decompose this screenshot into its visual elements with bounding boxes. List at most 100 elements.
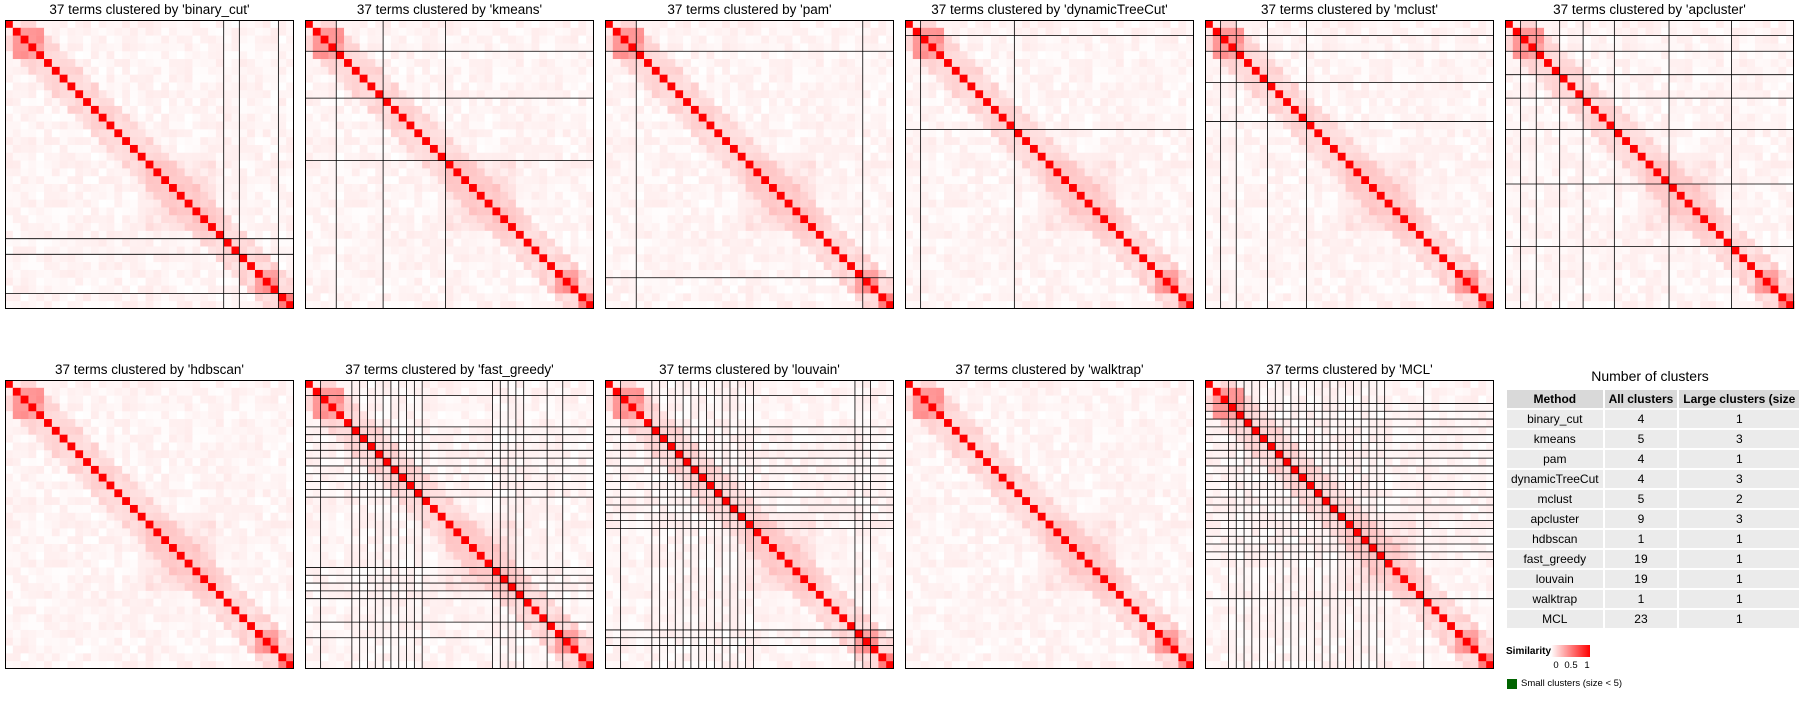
heatmap-cell — [554, 293, 564, 302]
heatmap-cell — [823, 215, 832, 224]
heatmap-cell — [792, 144, 801, 154]
heatmap-cell — [67, 230, 76, 239]
heatmap-cell — [336, 238, 345, 247]
heatmap-cell — [1061, 121, 1070, 130]
heatmap-cell — [878, 230, 887, 239]
heatmap-cell — [1006, 160, 1015, 169]
heatmap-cell — [1029, 191, 1039, 200]
heatmap-cell — [28, 285, 37, 294]
heatmap-cell — [453, 20, 462, 29]
heatmap-cell — [122, 215, 131, 224]
heatmap-cell — [328, 293, 337, 302]
heatmap-cell — [944, 90, 953, 99]
heatmap-cell — [508, 215, 517, 224]
heatmap-cell — [1037, 152, 1046, 161]
heatmap-cell — [320, 51, 329, 60]
heatmap-cell — [1115, 59, 1124, 68]
heatmap-cell — [644, 176, 653, 185]
heatmap-cell — [1147, 160, 1156, 169]
heatmap-cell — [184, 113, 193, 122]
heatmap-cell — [990, 51, 1000, 60]
heatmap-cell — [90, 293, 100, 302]
heatmap-cell — [476, 113, 485, 122]
heatmap-cell — [698, 35, 707, 44]
heatmap-cell — [12, 238, 21, 247]
heatmap-cell — [959, 90, 968, 99]
heatmap-cell — [605, 191, 614, 200]
heatmap-cell — [905, 66, 914, 75]
heatmap-cell — [1084, 184, 1093, 193]
heatmap-cell — [390, 27, 400, 36]
heatmap-cell — [1131, 144, 1140, 154]
heatmap-cell — [620, 176, 629, 185]
heatmap-cell — [651, 59, 660, 68]
heatmap-cell — [106, 191, 115, 200]
heatmap-cell — [98, 293, 107, 302]
heatmap-cell — [808, 82, 817, 91]
heatmap-cell — [886, 285, 894, 294]
heatmap-cell — [247, 129, 256, 138]
heatmap-cell — [320, 35, 329, 44]
heatmap-cell — [1154, 43, 1164, 52]
heatmap-cell — [1170, 59, 1179, 68]
heatmap-cell — [847, 199, 856, 208]
heatmap-cell — [328, 20, 337, 29]
heatmap-cell — [539, 285, 548, 294]
heatmap-cell — [336, 152, 345, 161]
heatmap-cell — [422, 27, 431, 36]
heatmap-cell — [729, 160, 739, 169]
heatmap-cell — [967, 20, 976, 29]
heatmap-cell — [208, 82, 217, 91]
heatmap-cell — [1115, 191, 1124, 200]
heatmap-cell — [808, 285, 817, 294]
heatmap-cell — [453, 35, 462, 44]
heatmap-cell — [320, 277, 329, 286]
heatmap-cell — [83, 137, 92, 146]
heatmap-cell — [239, 176, 248, 185]
heatmap-cell — [862, 137, 871, 146]
heatmap-cell — [714, 168, 723, 177]
heatmap-cell — [1022, 176, 1031, 185]
heatmap-cell — [344, 129, 353, 138]
heatmap-cell — [1139, 105, 1148, 115]
heatmap-cell — [36, 98, 45, 107]
heatmap-cell — [815, 66, 824, 75]
heatmap-cell — [839, 269, 848, 279]
heatmap-cell — [223, 176, 232, 185]
heatmap-cell — [36, 35, 45, 44]
heatmap-cell — [683, 168, 692, 177]
heatmap-cell — [531, 215, 540, 224]
heatmap-cell — [44, 27, 53, 36]
heatmap-cell — [667, 66, 676, 75]
heatmap-cell — [792, 59, 801, 68]
heatmap-cell — [683, 238, 692, 247]
heatmap-cell — [437, 199, 446, 208]
heatmap-cell — [247, 207, 256, 216]
heatmap-cell — [28, 90, 37, 99]
heatmap-cell — [51, 199, 60, 208]
heatmap-cell — [122, 293, 131, 302]
heatmap-cell — [312, 277, 321, 286]
heatmap-cell — [1147, 129, 1156, 138]
heatmap-cell — [215, 269, 224, 279]
heatmap-cell — [145, 90, 154, 99]
heatmap-cell — [944, 74, 953, 83]
heatmap-cell — [878, 160, 887, 169]
heatmap-cell — [523, 301, 532, 309]
heatmap-cell — [59, 246, 68, 255]
heatmap-cell — [928, 129, 937, 138]
heatmap-cell — [305, 43, 314, 52]
heatmap-cell — [422, 184, 431, 193]
heatmap-cell — [239, 301, 248, 309]
heatmap-cell — [390, 160, 400, 169]
heatmap-cell — [839, 20, 848, 29]
heatmap-cell — [161, 129, 170, 138]
heatmap-cell — [967, 43, 976, 52]
heatmap-cell — [706, 137, 715, 146]
heatmap-cell — [886, 113, 894, 122]
heatmap-cell — [145, 277, 154, 286]
heatmap-cell — [714, 191, 723, 200]
heatmap-cell — [515, 66, 524, 75]
heatmap-cell — [114, 66, 123, 75]
heatmap-cell — [839, 105, 848, 115]
